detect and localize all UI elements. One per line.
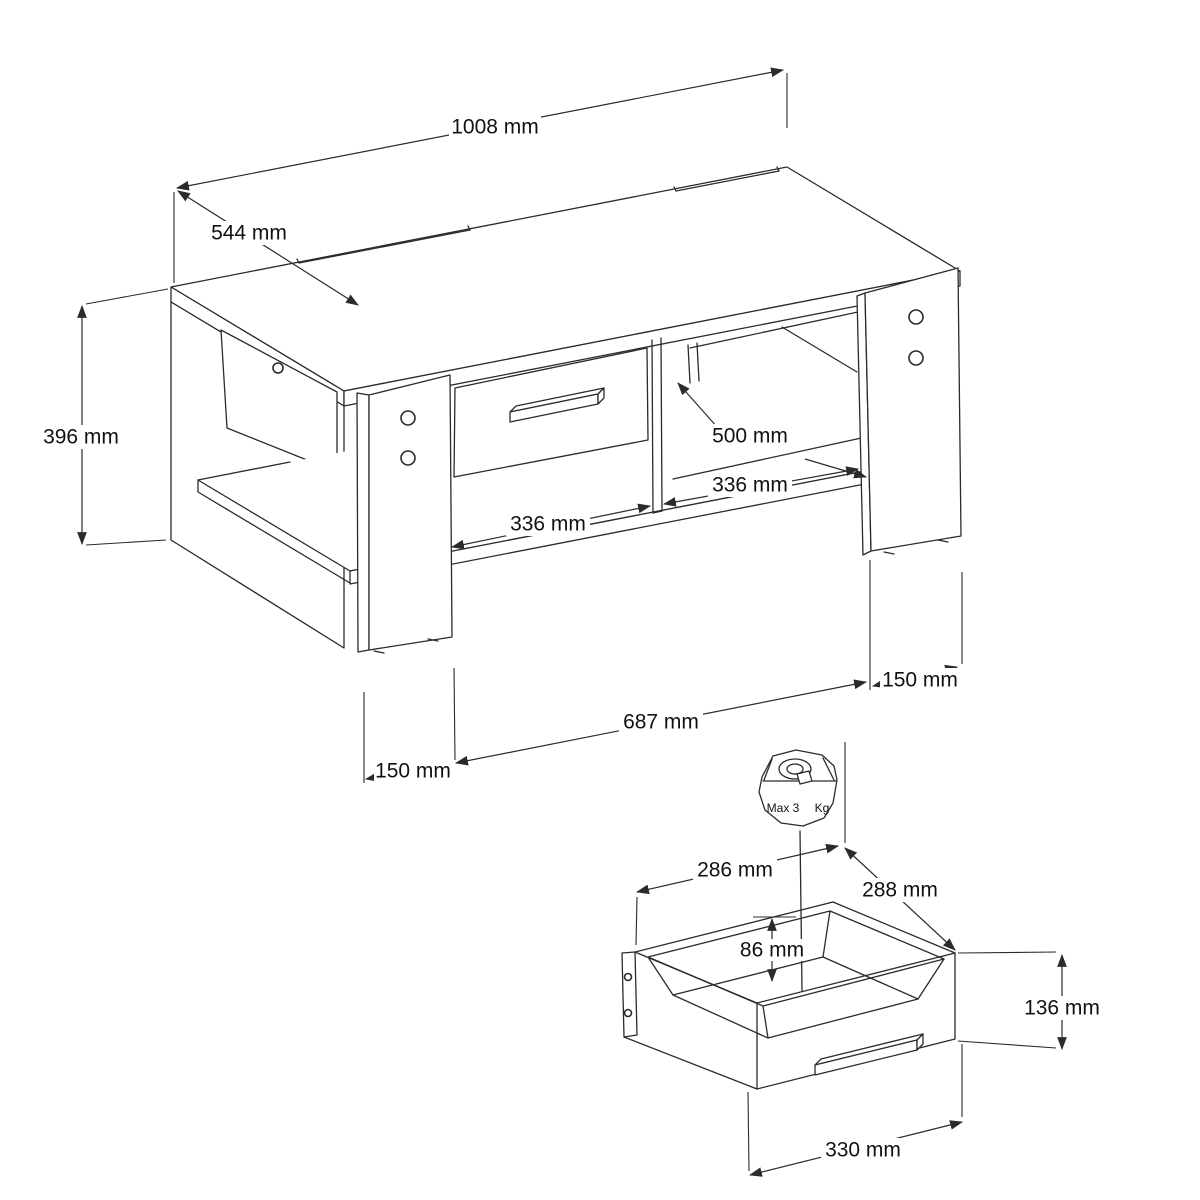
dim-left-opening: 336 mm: [450, 503, 652, 550]
dim-drawer-outer-depth: 288 mm: [844, 742, 956, 951]
cam-hole: [623, 1008, 633, 1018]
drawer-detail-view: Max 3 Kg: [621, 742, 1104, 1177]
center-divider: [651, 337, 700, 514]
dim-drawer-front-width: 330 mm: [747, 1044, 964, 1177]
drawer-cam-hole: [272, 362, 284, 374]
dim-label-left-opening: 336 mm: [510, 513, 586, 536]
dim-label-overall-width: 1008 mm: [451, 116, 539, 139]
cam-hole: [908, 350, 924, 366]
cam-hole: [400, 410, 416, 426]
dim-label-drawer-inner-width: 286 mm: [697, 859, 773, 882]
coffee-table-isometric-view: 1008 mm 544 mm 396 mm 500 mm 336 mm: [39, 67, 963, 783]
front-left-leg-panel: [356, 374, 453, 654]
dim-right-opening: 336 mm: [662, 466, 860, 507]
drawer-box: [621, 901, 956, 1090]
drawer-handle: [814, 1033, 924, 1076]
dim-right-leg-width: 150 mm: [871, 572, 963, 692]
dim-label-left-leg-width: 150 mm: [375, 760, 451, 783]
tabletop: [170, 166, 961, 407]
dim-drawer-front-height: 136 mm: [957, 951, 1104, 1051]
cam-hole: [623, 972, 633, 982]
dim-label-height: 396 mm: [43, 426, 119, 449]
dim-label-drawer-outer-depth: 288 mm: [862, 879, 938, 902]
dim-label-inner-depth: 500 mm: [712, 425, 788, 448]
dim-drawer-inner-height: 86 mm: [739, 916, 805, 983]
dim-label-right-opening: 336 mm: [712, 474, 788, 497]
weight-unit-label: Kg: [815, 801, 830, 815]
dim-depth: 544 mm: [177, 190, 359, 306]
cam-hole: [908, 309, 924, 325]
cam-hole: [400, 450, 416, 466]
dim-label-depth: 544 mm: [211, 222, 287, 245]
dim-left-leg-width: 150 mm: [363, 692, 452, 783]
weight-limit-label: Max 3: [767, 801, 800, 815]
dim-drawer-inner-width: 286 mm: [635, 843, 840, 946]
dim-inner-depth: 500 mm: [677, 382, 868, 479]
middle-drawer: [453, 347, 649, 478]
front-right-leg-panel: [856, 267, 962, 556]
dim-leg-span: 687 mm: [453, 560, 871, 766]
dim-label-leg-span: 687 mm: [623, 711, 699, 734]
dim-label-drawer-front-width: 330 mm: [825, 1139, 901, 1162]
dim-overall-width: 1008 mm: [173, 67, 788, 283]
dim-label-right-leg-width: 150 mm: [882, 669, 958, 692]
dim-height: 396 mm: [39, 288, 169, 546]
dim-label-drawer-front-height: 136 mm: [1024, 997, 1100, 1020]
drawer-handle: [509, 387, 605, 423]
dim-label-drawer-inner-height: 86 mm: [740, 939, 804, 962]
